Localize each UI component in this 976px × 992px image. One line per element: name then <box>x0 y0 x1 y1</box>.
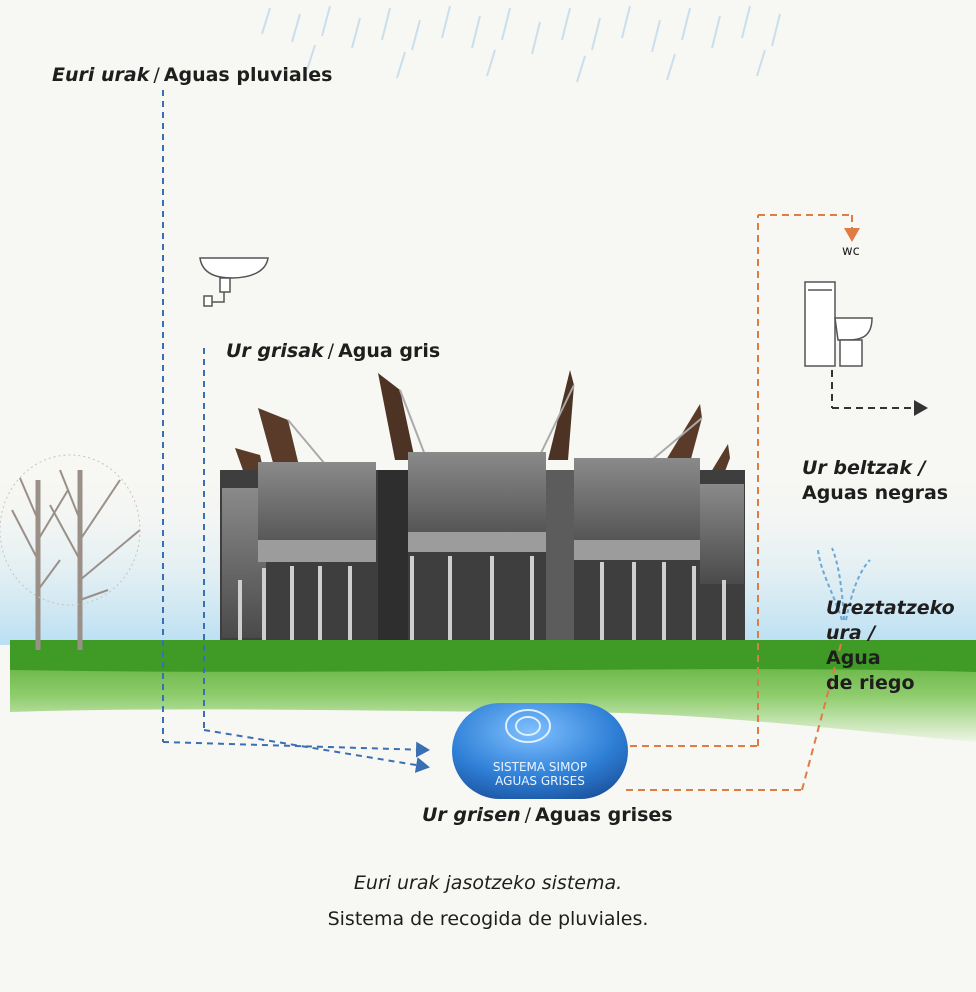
label-black-es: Aguas negras <box>802 482 949 504</box>
label-grey-water: Ur grisak/Agua gris <box>226 340 440 362</box>
rain-streaks <box>261 5 781 83</box>
label-irrigation-eu2: ura / <box>826 622 876 644</box>
building <box>220 370 745 640</box>
wc-supply-pipe <box>630 214 860 747</box>
irrigation-pipe <box>626 639 843 791</box>
label-grey-sep: / <box>327 340 335 362</box>
label-rain-water: Euri urak/Aguas pluviales <box>52 64 332 86</box>
label-irrigation-es1: Agua <box>826 647 881 669</box>
greywater-tank: SISTEMA SIMOP AGUAS GRISES <box>452 703 628 799</box>
label-irrigation-eu1: Ureztatzeko <box>826 597 955 619</box>
sprinkler-spray <box>817 547 871 621</box>
grey-water-pipe <box>203 348 430 773</box>
label-tank-eu: Ur grisen <box>422 804 521 826</box>
label-irrigation: Ureztatzeko ura / Agua de riego <box>826 596 955 696</box>
label-tank: Ur grisen/Aguas grises <box>422 804 673 826</box>
grass-dark-band <box>10 640 976 672</box>
label-rain-es: Aguas pluviales <box>163 64 333 86</box>
label-wc: wc <box>842 244 860 259</box>
caption-basque: Euri urak jasotzeko sistema. <box>353 872 623 894</box>
label-rain-eu: Euri urak <box>52 64 150 86</box>
tank-line-1: SISTEMA SIMOP <box>493 760 587 774</box>
black-water-pipe <box>831 370 928 416</box>
label-tank-sep: / <box>524 804 532 826</box>
tank-line-2: AGUAS GRISES <box>495 774 585 788</box>
label-black-eu: Ur beltzak / <box>802 457 926 479</box>
label-grey-eu: Ur grisak <box>226 340 324 362</box>
label-irrigation-es2: de riego <box>826 672 915 694</box>
label-rain-sep: / <box>153 64 160 86</box>
sink-icon <box>199 257 269 307</box>
trees <box>0 454 141 650</box>
toilet-icon <box>804 281 873 367</box>
caption-spanish: Sistema de recogida de pluviales. <box>327 908 649 930</box>
label-tank-es: Aguas grises <box>535 804 673 826</box>
label-black-water: Ur beltzak / Aguas negras <box>802 456 948 506</box>
label-grey-es: Agua gris <box>338 340 441 362</box>
